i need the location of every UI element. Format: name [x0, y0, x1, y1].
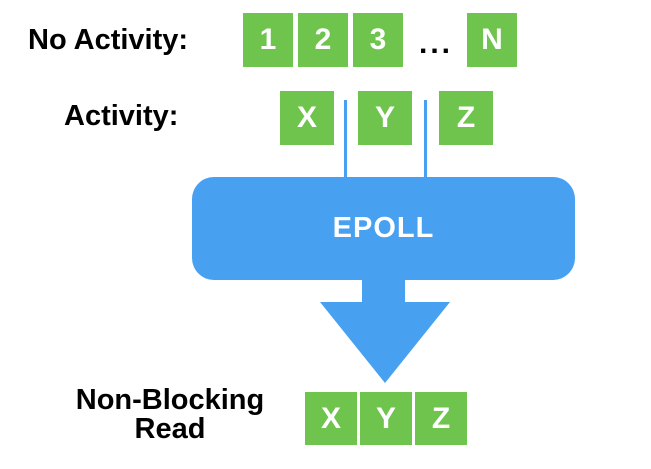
non-blocking-read-label-line1: Non-Blocking — [75, 384, 265, 416]
no-activity-label: No Activity: — [28, 24, 189, 56]
activity-label: Activity: — [64, 100, 179, 132]
read-box-x: X — [305, 392, 357, 445]
ellipsis-text: ... — [419, 27, 454, 60]
no-activity-box-2: 2 — [298, 13, 348, 67]
no-activity-box-3: 3 — [353, 13, 403, 67]
read-box-y: Y — [360, 392, 412, 445]
read-box-z: Z — [415, 392, 467, 445]
activity-box-x: X — [280, 91, 334, 145]
activity-box-z: Z — [439, 91, 493, 145]
activity-box-y: Y — [358, 91, 412, 145]
no-activity-box-n: N — [467, 13, 518, 67]
connector-line-2 — [424, 100, 427, 177]
down-arrow — [320, 280, 450, 383]
non-blocking-read-row: X Y Z — [305, 392, 467, 445]
epoll-box: EPOLL — [192, 177, 575, 280]
epoll-label: EPOLL — [332, 212, 435, 244]
no-activity-box-1: 1 — [243, 13, 293, 67]
non-blocking-read-label-line2: Read — [134, 413, 206, 445]
no-activity-row: 1 2 3 ... N — [243, 13, 518, 67]
non-blocking-read-label: Non-Blocking Read — [30, 386, 310, 444]
connector-line-1 — [344, 100, 347, 177]
